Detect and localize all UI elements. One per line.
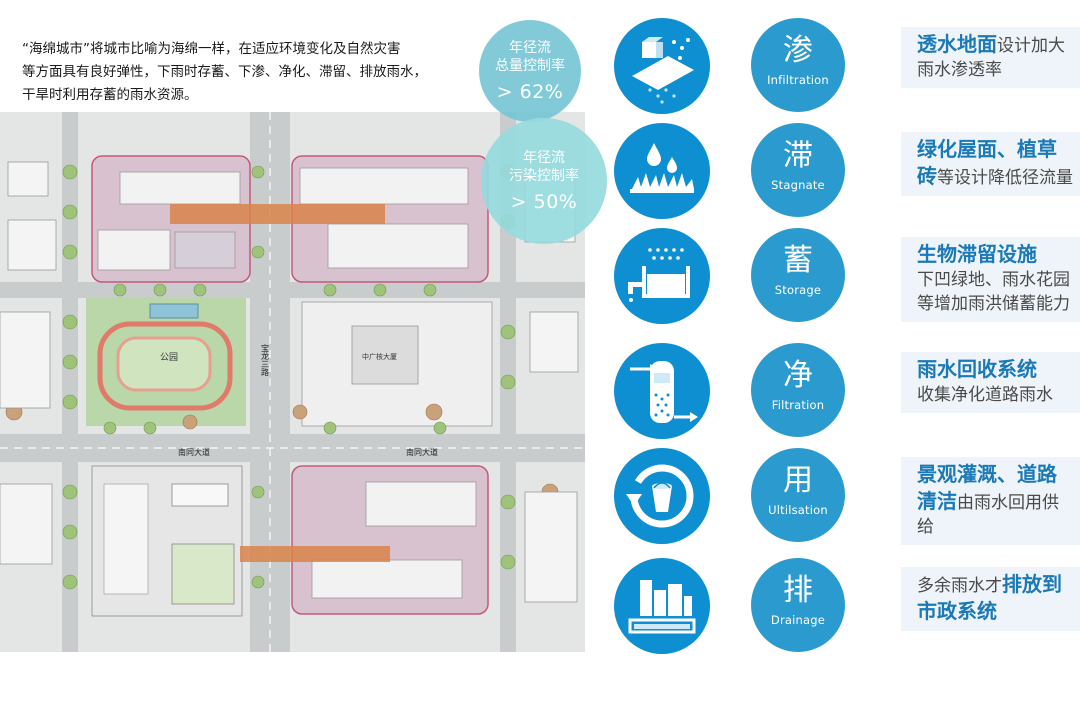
stat-label: 总量控制率 [495,58,565,74]
measure-char: 用 [783,463,813,498]
permeable-ground-icon [614,18,710,114]
recycle-bucket-icon [614,448,710,544]
rain-grass-icon [614,123,710,219]
measure-char: 排 [783,573,813,608]
measure-char: 蓄 [783,243,813,278]
city-drainage-icon [614,558,710,654]
measure-english: Stagnate [771,178,825,192]
road-label-baolong: 宝龙三路 [261,343,270,376]
measure-english: Infiltration [767,73,829,87]
park-label: 公园 [160,352,178,363]
stat-value: > 50% [510,191,578,213]
measure-description: 生物滞留设施下凹绿地、雨水花园等增加雨洪储蓄能力 [901,237,1080,322]
measure-description: 绿化屋面、植草砖等设计降低径流量 [901,132,1080,196]
infiltration-badge: 渗 Infiltration [751,18,845,112]
measure-highlight: 排放到市政系统 [917,572,1062,623]
measure-description: 雨水回收系统收集净化道路雨水 [901,352,1080,413]
measure-text: 下凹绿地、雨水花园等增加雨洪储蓄能力 [917,270,1070,314]
storage-tank-icon [614,228,710,324]
measure-description: 透水地面设计加大雨水渗透率 [901,27,1080,88]
stat-value: > 62% [496,81,564,103]
intro-line: “海绵城市”将城市比喻为海绵一样，在适应环境变化及自然灾害 [22,41,401,57]
measure-char: 净 [783,358,813,393]
measure-description: 景观灌溉、道路清洁由雨水回用供给 [901,457,1080,545]
measure-row-infiltration: 渗 Infiltration 透水地面设计加大雨水渗透率 [600,12,1080,116]
stagnate-badge: 滞 Stagnate [751,123,845,217]
measure-char: 渗 [783,33,813,68]
intro-line: 干旱时利用存蓄的雨水资源。 [22,87,198,103]
storage-badge: 蓄 Storage [751,228,845,322]
utilisation-badge: 用 Ultilsation [751,448,845,542]
filter-tank-icon [614,343,710,439]
measure-english: Drainage [770,613,826,627]
measure-english: Filtration [771,398,825,412]
measure-char: 滞 [783,138,813,173]
measure-english: Ultilsation [768,503,828,517]
measure-english: Storage [774,283,822,297]
road-label-nantong: 南同大道 [406,447,438,457]
drainage-badge: 排 Drainage [751,558,845,652]
measure-row-storage: 蓄 Storage 生物滞留设施下凹绿地、雨水花园等增加雨洪储蓄能力 [600,222,1080,326]
runoff-pollution-bubble: 年径流 污染控制率 > 50% [481,118,607,244]
measure-description: 多余雨水才排放到市政系统 [901,567,1080,631]
measure-text: 收集净化道路雨水 [917,385,1053,405]
measure-highlight: 透水地面 [917,32,997,56]
runoff-volume-bubble: 年径流 总量控制率 > 62% [479,20,581,122]
measure-row-stagnate: 滞 Stagnate 绿化屋面、植草砖等设计降低径流量 [600,117,1080,221]
measure-highlight: 雨水回收系统 [917,357,1037,381]
filtration-badge: 净 Filtration [751,343,845,437]
measure-text: 多余雨水才 [917,576,1002,596]
intro-line: 等方面具有良好弹性，下雨时存蓄、下渗、净化、滞留、排放雨水， [22,64,427,80]
intro-text: “海绵城市”将城市比喻为海绵一样，在适应环境变化及自然灾害 等方面具有良好弹性，… [22,38,492,107]
measure-text: 等设计降低径流量 [937,168,1073,188]
measure-highlight: 生物滞留设施 [917,242,1037,266]
measure-row-filtration: 净 Filtration 雨水回收系统收集净化道路雨水 [600,337,1080,441]
stat-label: 年径流 [523,150,565,166]
stat-label: 污染控制率 [509,168,579,184]
measure-highlight: 绿化屋面、植草砖 [917,137,1057,188]
road-label-nantong: 南同大道 [178,447,210,457]
measure-row-utilisation: 用 Ultilsation 景观灌溉、道路清洁由雨水回用供给 [600,442,1080,546]
stat-label: 年径流 [509,40,551,56]
measure-text: 设计加大雨水渗透率 [917,36,1065,80]
measure-text: 由雨水回用供给 [917,493,1059,537]
building-label: 中广核大厦 [362,352,397,361]
measure-highlight: 景观灌溉、道路清洁 [917,462,1057,513]
measure-row-drainage: 排 Drainage 多余雨水才排放到市政系统 [600,552,1080,656]
